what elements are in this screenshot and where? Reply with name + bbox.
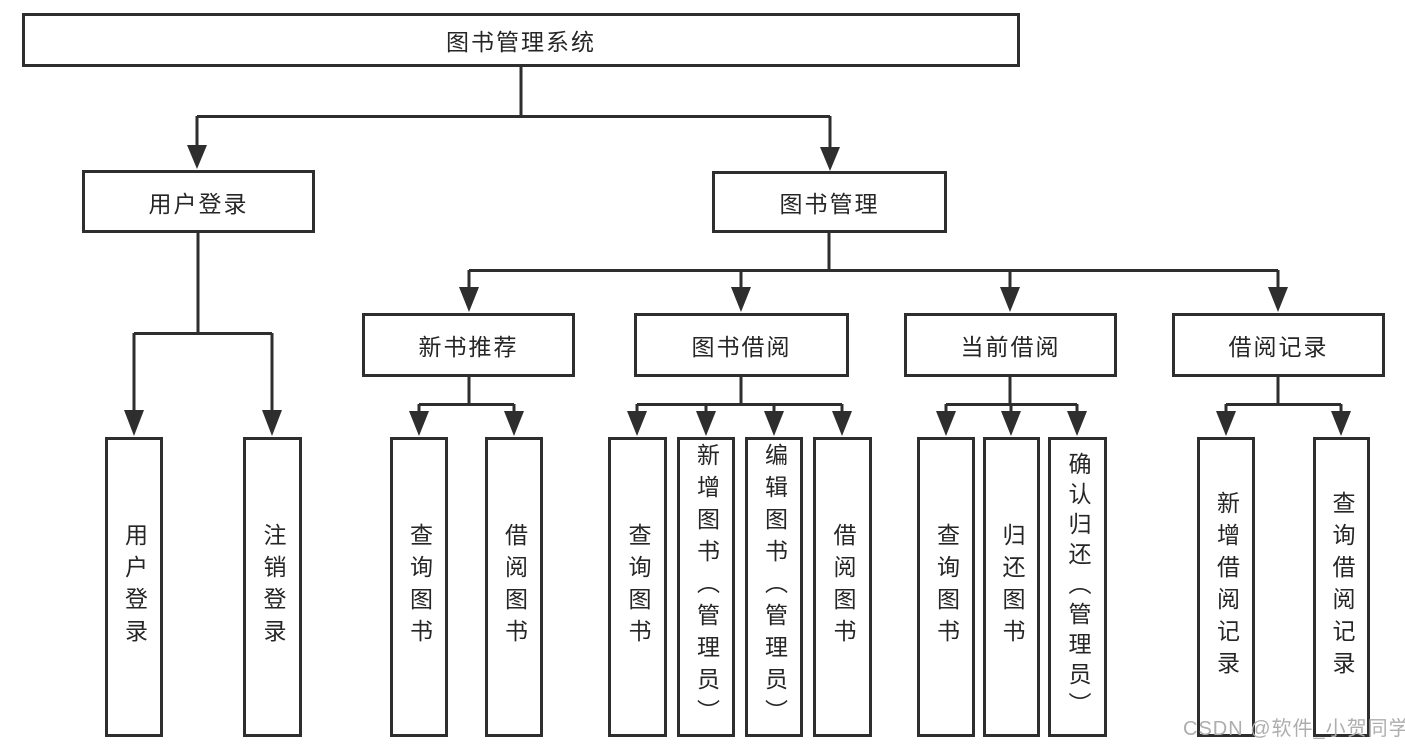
node-book-borrow-label: 图书借阅	[691, 334, 792, 360]
leaf-nbr-query-books: 查询图书	[390, 437, 448, 737]
leaf-cb-query-books-label: 查询图书	[933, 523, 960, 651]
leaf-cb-confirm-return-admin: 确认归还（管理员）	[1048, 437, 1107, 737]
node-book-borrow: 图书借阅	[634, 313, 849, 377]
leaf-cb-return-books: 归还图书	[983, 437, 1040, 737]
leaf-nbr-query-books-label: 查询图书	[406, 523, 433, 651]
leaf-logout-label: 注销登录	[260, 523, 286, 651]
csdn-watermark: CSDN @软件_小贺同学	[1183, 718, 1405, 740]
node-new-book-recommend: 新书推荐	[362, 313, 575, 377]
node-new-book-recommend-label: 新书推荐	[418, 334, 519, 360]
node-root-label: 图书管理系统	[446, 29, 596, 55]
leaf-bb-edit-books-admin: 编辑图书（管理员）	[745, 437, 803, 737]
leaf-br-query-record: 查询借阅记录	[1313, 437, 1370, 737]
leaf-bb-query-books: 查询图书	[608, 437, 667, 737]
leaf-user-login: 用户登录	[105, 437, 163, 737]
leaf-cb-confirm-return-admin-label: 确认归还（管理员）	[1065, 452, 1091, 722]
leaf-logout: 注销登录	[243, 437, 302, 737]
node-current-borrow-label: 当前借阅	[960, 334, 1061, 360]
arrowheads	[124, 145, 1351, 436]
node-user-login: 用户登录	[82, 170, 315, 233]
leaf-bb-add-books-admin: 新增图书（管理员）	[677, 437, 735, 737]
leaf-br-add-record: 新增借阅记录	[1197, 437, 1255, 737]
leaf-bb-borrow-books-label: 借阅图书	[830, 523, 856, 651]
leaf-bb-add-books-admin-label: 新增图书（管理员）	[693, 443, 720, 731]
leaf-bb-query-books-label: 查询图书	[625, 523, 651, 651]
node-current-borrow: 当前借阅	[904, 313, 1117, 377]
leaf-bb-borrow-books: 借阅图书	[813, 437, 872, 737]
leaf-nbr-borrow-books: 借阅图书	[485, 437, 543, 737]
node-user-login-label: 用户登录	[148, 190, 249, 217]
node-book-management: 图书管理	[712, 171, 947, 233]
node-borrow-records: 借阅记录	[1172, 313, 1385, 377]
leaf-nbr-borrow-books-label: 借阅图书	[501, 523, 528, 651]
node-book-management-label: 图书管理	[779, 191, 880, 217]
leaf-br-add-record-label: 新增借阅记录	[1213, 491, 1240, 683]
leaf-bb-edit-books-admin-label: 编辑图书（管理员）	[761, 443, 788, 731]
leaf-cb-return-books-label: 归还图书	[999, 523, 1025, 651]
leaf-cb-query-books: 查询图书	[917, 437, 975, 737]
node-root: 图书管理系统	[22, 13, 1020, 67]
leaf-user-login-label: 用户登录	[121, 523, 148, 651]
node-borrow-records-label: 借阅记录	[1228, 334, 1329, 360]
leaf-br-query-record-label: 查询借阅记录	[1329, 491, 1355, 683]
